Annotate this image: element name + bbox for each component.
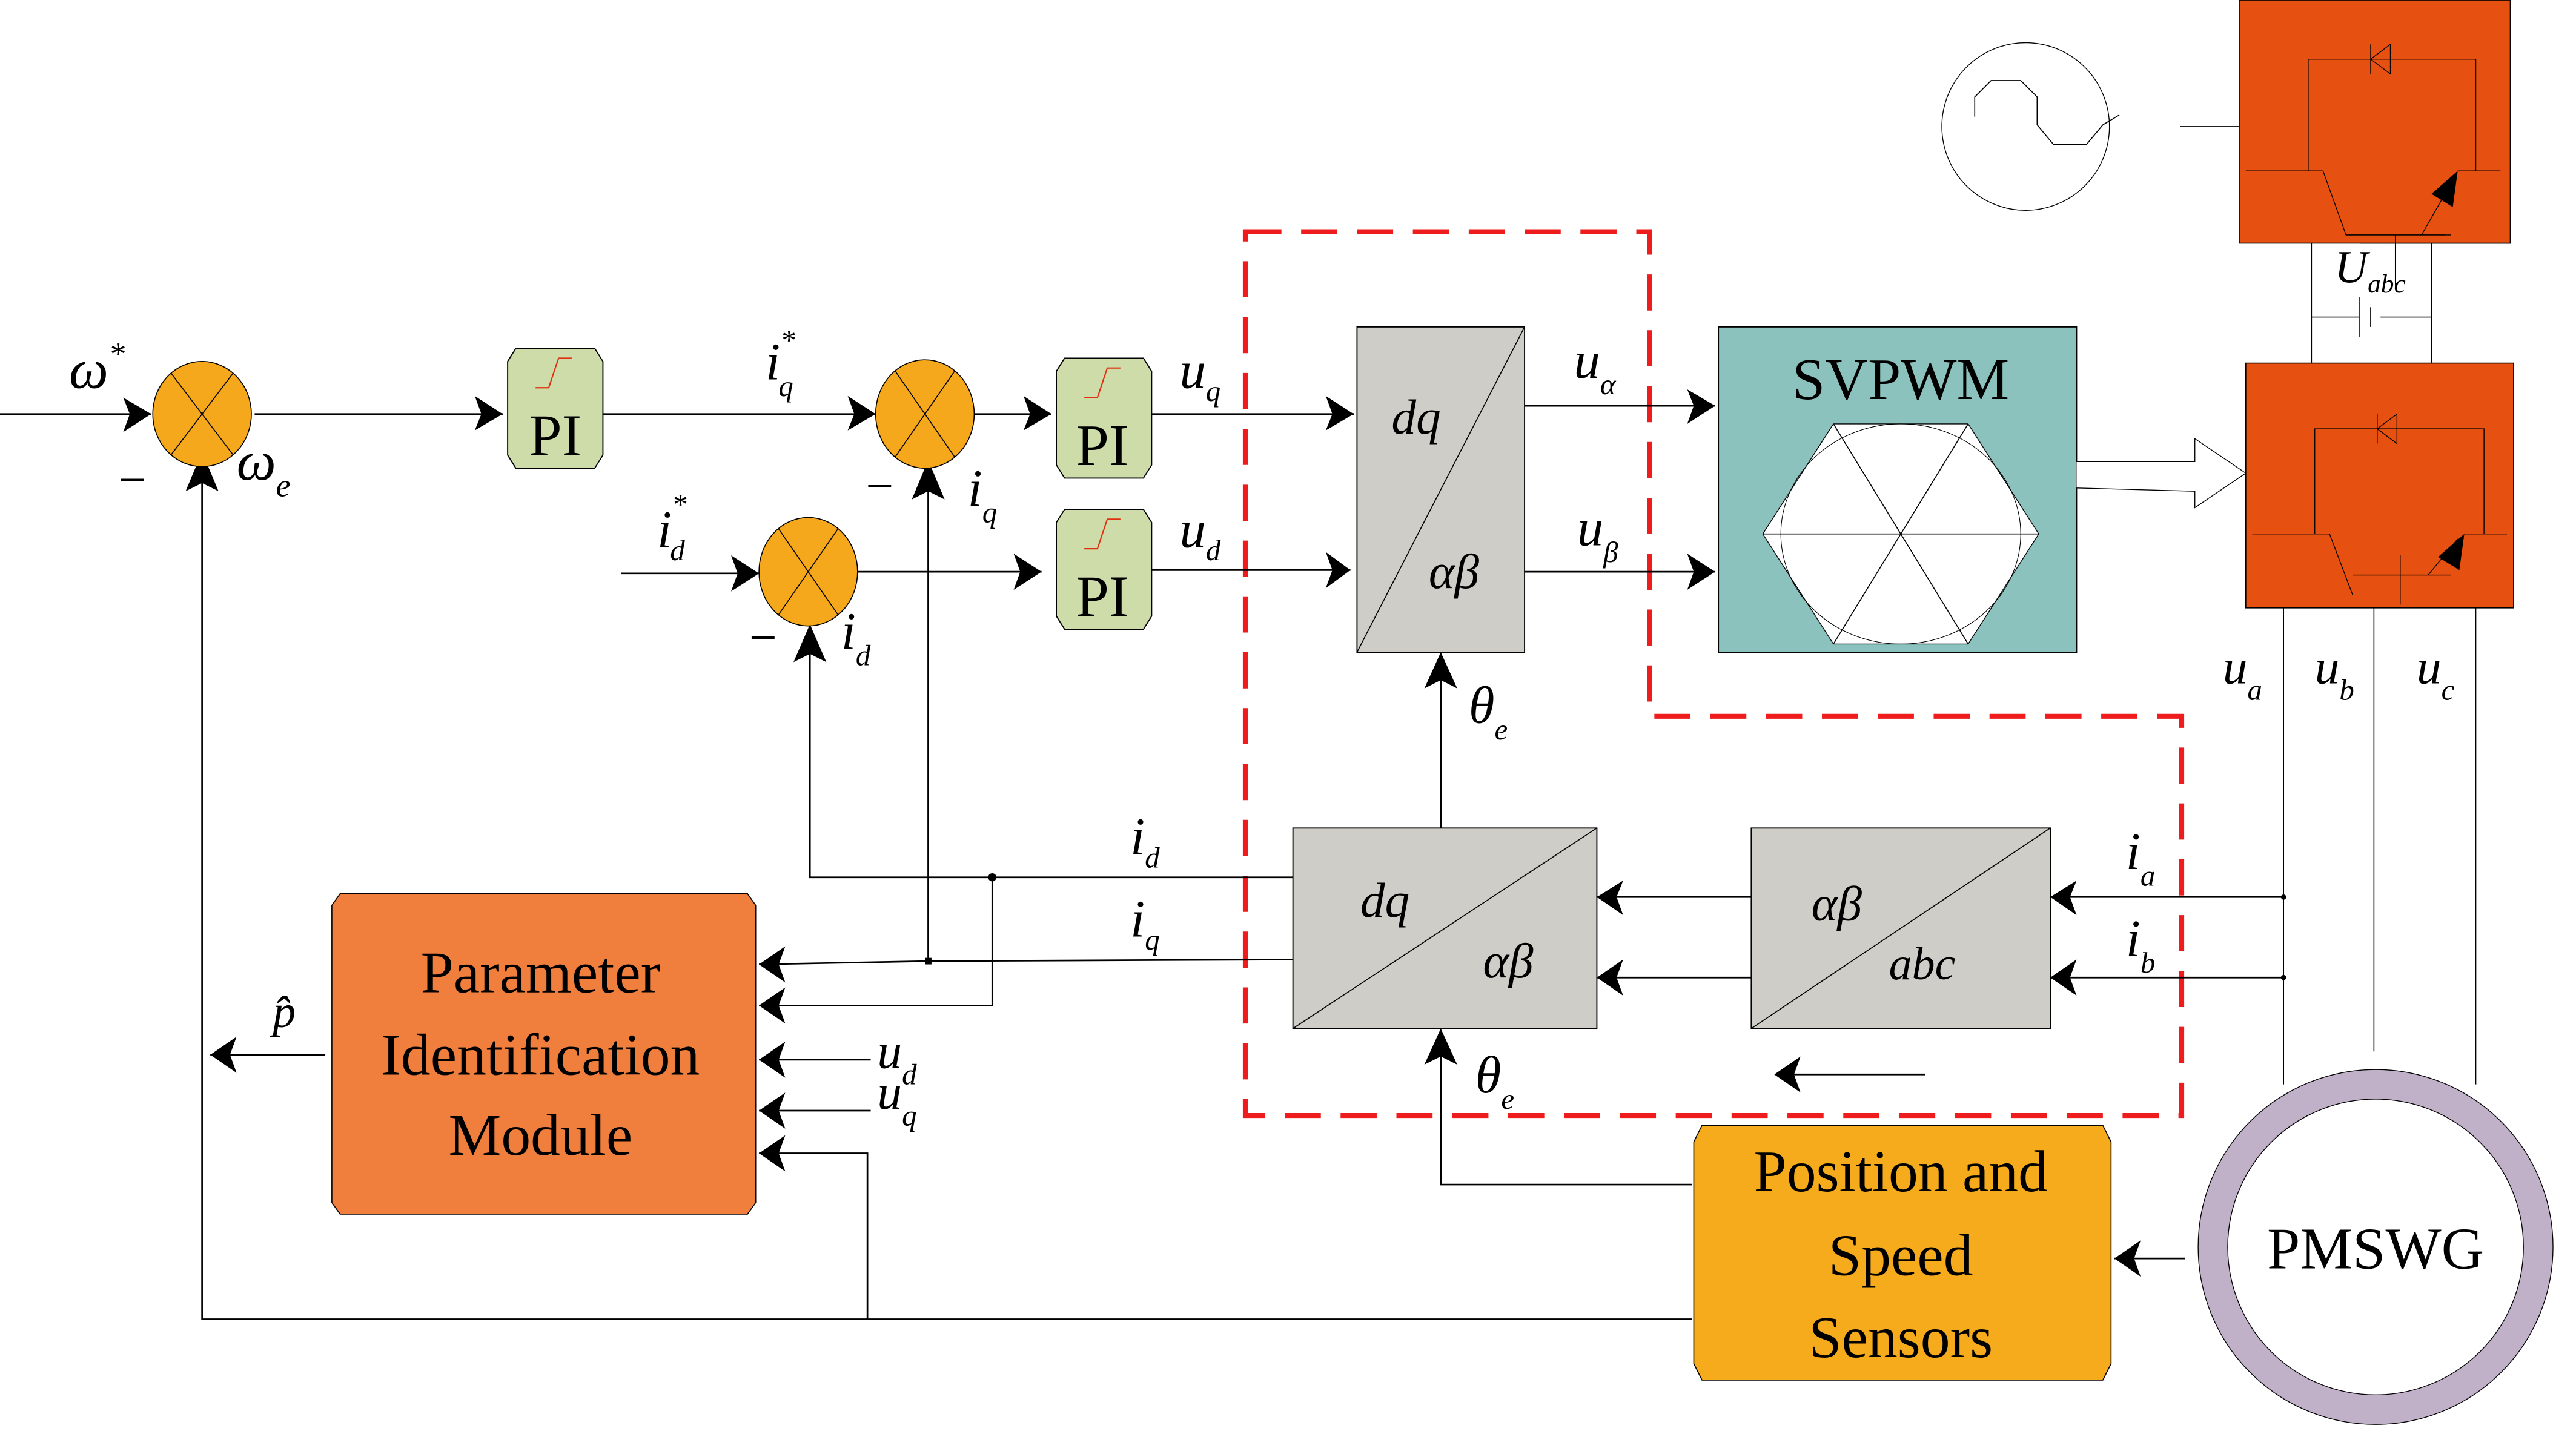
label-ud-input: ud	[877, 1023, 917, 1091]
space-vector-hexagon-icon	[1762, 423, 2039, 645]
label-ib: ib	[2126, 910, 2156, 979]
grid-ac-source-icon	[1941, 42, 2120, 211]
pi-block-speed: PI	[507, 348, 604, 469]
label-iq-ref: iq*	[766, 323, 795, 403]
sensor-label-line2: Speed	[1829, 1223, 1973, 1288]
transform-label-top: dq	[1360, 873, 1409, 928]
label-ia: ia	[2126, 822, 2156, 892]
label-u-beta: uβ	[1577, 499, 1618, 569]
module-label-line2: Identification	[381, 1022, 700, 1088]
label-iq-line: iq	[1130, 890, 1160, 956]
label-iq-fb: iq	[968, 460, 998, 529]
label-uq: uq	[1179, 341, 1220, 408]
label-theta-top: θe	[1469, 676, 1508, 746]
module-label-line3: Module	[449, 1103, 633, 1168]
arrowheads	[123, 389, 2141, 1277]
label-ub: ub	[2315, 639, 2354, 707]
grid-side-converter-body	[2239, 0, 2511, 288]
label-ua: ua	[2223, 639, 2262, 707]
pi-label: PI	[529, 403, 581, 468]
highlight-region-border	[1242, 229, 2185, 1119]
svpwm-block: SVPWM	[1718, 326, 2078, 653]
svpwm-label: SVPWM	[1792, 347, 2009, 412]
transform-label-top: dq	[1391, 389, 1440, 445]
minus-sign-id: −	[749, 610, 777, 665]
signal-labels: ω* − ωe iq* − iq id* − id uq ud uα uβ θe…	[69, 242, 2455, 1132]
summer-iq	[875, 359, 975, 469]
minus-sign-speed: −	[118, 452, 146, 507]
minus-sign-iq: −	[866, 458, 893, 514]
label-U-abc: Uabc	[2334, 242, 2405, 299]
module-label-line1: Parameter	[421, 940, 661, 1006]
summer-id	[758, 517, 858, 627]
label-theta-bottom: θe	[1475, 1046, 1514, 1115]
label-uq-input: uq	[877, 1065, 916, 1132]
label-omega-ref: ω*	[69, 335, 125, 400]
pi-block-q: PI	[1056, 357, 1153, 479]
sensor-label-line1: Position and	[1753, 1139, 2047, 1205]
transform-label-top: αβ	[1812, 876, 1862, 931]
sensor-label-line3: Sensors	[1809, 1305, 1993, 1370]
label-p-hat: p̂	[270, 986, 296, 1037]
inverse-park-transform-block: dq αβ	[1356, 326, 1526, 653]
generator-label: PMSWG	[2267, 1216, 2484, 1281]
pi-block-d: PI	[1056, 509, 1153, 630]
transform-label-bottom: abc	[1889, 939, 1956, 990]
label-id-ref: id*	[657, 487, 687, 567]
pmswg-generator: PMSWG	[2197, 1069, 2554, 1425]
transform-label-bottom: αβ	[1429, 544, 1480, 599]
clarke-transform-block: αβ abc	[1750, 827, 2051, 1029]
label-uc: uc	[2417, 639, 2455, 707]
gate-signal-arrow	[2076, 438, 2247, 509]
position-speed-sensors-block: Position and Speed Sensors	[1693, 1125, 2112, 1381]
pi-label: PI	[1076, 413, 1129, 478]
label-ud: ud	[1179, 500, 1220, 567]
parameter-identification-module: Parameter Identification Module	[331, 893, 757, 1215]
transform-label-bottom: αβ	[1483, 933, 1534, 988]
park-transform-block: dq αβ	[1292, 827, 1598, 1029]
label-id-line: id	[1130, 808, 1160, 874]
pi-label: PI	[1076, 564, 1129, 629]
label-u-alpha: uα	[1574, 331, 1616, 401]
label-omega-e: ωe	[237, 430, 291, 503]
summer-speed	[152, 361, 252, 468]
generator-side-converter	[2245, 362, 2514, 609]
wires	[0, 126, 2477, 1320]
label-id-fb: id	[841, 603, 871, 672]
